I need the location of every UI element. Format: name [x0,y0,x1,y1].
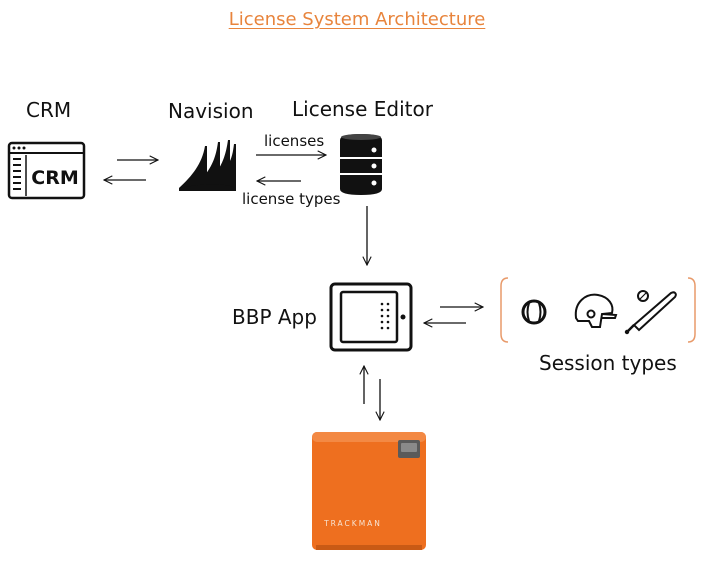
bbp-app-label: BBP App [232,305,317,329]
bat-and-ball-icon [624,290,677,335]
baseball-icon [521,299,547,325]
trackman-device-text: TRACKMAN [323,519,382,528]
license-types-edge-label: license types [242,190,341,208]
batting-helmet-icon [574,293,618,328]
license-editor-label: License Editor [292,97,433,121]
database-icon [340,134,382,195]
crm-label: CRM [26,98,72,122]
licenses-edge-label: licenses [264,132,325,150]
navision-label: Navision [168,99,254,123]
trackman-device-icon: TRACKMAN [312,432,426,550]
diagram-title: License System Architecture [228,9,486,30]
navision-logo-icon [179,140,236,191]
session-types-label: Session types [539,351,677,375]
session-types-bracket [500,277,696,343]
crm-icon-text: CRM [31,167,78,189]
crm-window-icon: CRM [7,141,86,200]
tablet-icon [329,282,413,352]
